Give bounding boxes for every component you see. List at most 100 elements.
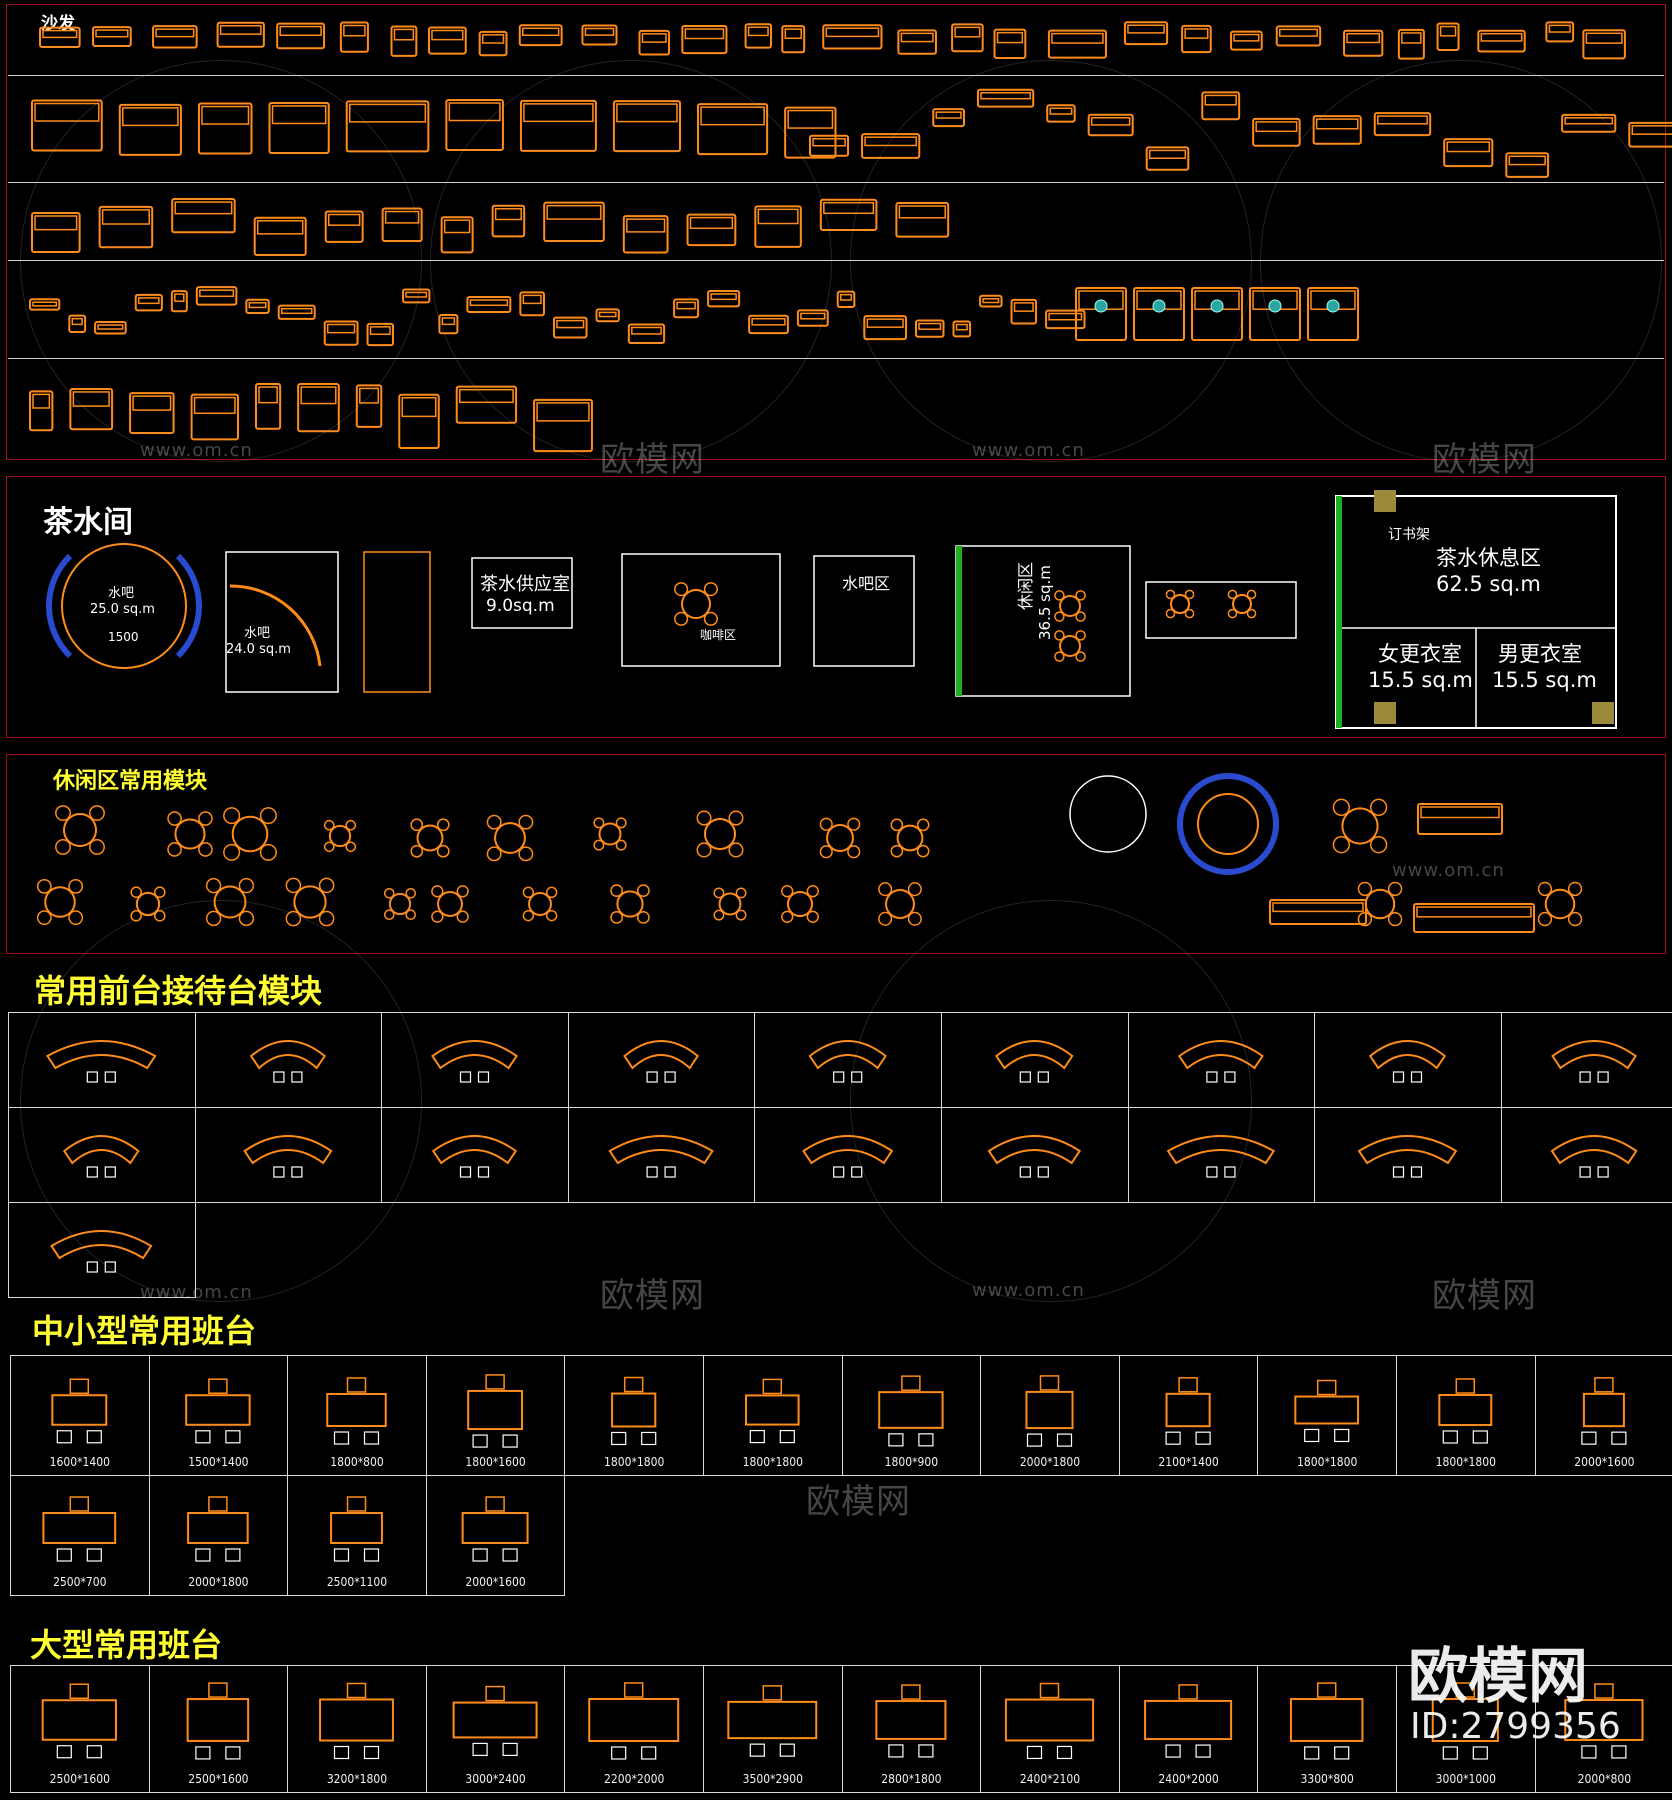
- chair-symbol: [762, 1685, 783, 1701]
- chair-symbol: [459, 1166, 472, 1178]
- men-room-area: 15.5 sq.m: [1492, 668, 1597, 692]
- small-desk-cell: 2000*1600: [425, 1475, 566, 1596]
- sofa-symbol: [31, 99, 103, 152]
- sofa-back-symbol: [1255, 121, 1298, 133]
- sofa-back-symbol: [174, 201, 233, 215]
- chair-symbol: [502, 1434, 518, 1448]
- sofa-back-symbol: [616, 103, 678, 123]
- sofa-back-symbol: [1548, 24, 1571, 33]
- sofa-symbol: [339, 21, 369, 53]
- watermark-id: ID:2799356: [1410, 1706, 1621, 1747]
- chair-symbol: [333, 1431, 350, 1445]
- desk-symbol: [1294, 1395, 1360, 1425]
- bar2-name: 水吧: [244, 626, 271, 641]
- chair-symbol: [1075, 590, 1086, 601]
- chair-symbol: [485, 1685, 505, 1702]
- reception-title: 常用前台接待台模块: [34, 972, 323, 1010]
- chair-symbol: [593, 817, 605, 829]
- sofa-back-symbol: [1278, 28, 1318, 37]
- sofa-symbol: [822, 24, 883, 50]
- chair-symbol: [55, 805, 71, 821]
- chair-symbol: [545, 886, 558, 899]
- chair-symbol: [69, 1378, 90, 1394]
- table-symbol: [598, 822, 622, 846]
- table-symbol: [494, 822, 526, 854]
- sofa-back-symbol: [1346, 32, 1381, 44]
- chair-symbol: [195, 1746, 211, 1760]
- chair-symbol: [623, 1376, 644, 1393]
- sofa-symbol: [92, 26, 132, 48]
- water-bar-name: 水吧区: [842, 574, 891, 593]
- chair-symbol: [208, 1496, 228, 1512]
- sofa-symbol: [466, 296, 512, 313]
- large-desk-size-label: 2500*1600: [188, 1772, 249, 1786]
- sofa-symbol: [69, 387, 114, 431]
- small-desk-size-label: 2500*1100: [326, 1575, 388, 1589]
- chair-symbol: [779, 1743, 795, 1757]
- sofa-symbol: [895, 202, 950, 238]
- chair-symbol: [436, 818, 450, 832]
- chair-symbol: [346, 1496, 367, 1512]
- sofa-back-symbol: [101, 209, 150, 225]
- chair-symbol: [167, 811, 182, 826]
- table-symbol: [174, 818, 206, 850]
- chair-symbol: [674, 582, 689, 597]
- room-outline-symbol: [471, 557, 573, 629]
- sofa-back-symbol: [201, 105, 250, 125]
- small-desk-size-label: 2000*1600: [465, 1575, 526, 1589]
- chair-symbol: [472, 1434, 488, 1448]
- chair-symbol: [198, 842, 213, 857]
- large-desk-size-label: 3200*1800: [326, 1772, 388, 1786]
- sofa-back-symbol: [1564, 117, 1614, 125]
- chair-symbol: [1165, 589, 1176, 600]
- sofa-back-symbol: [864, 136, 918, 147]
- sofa-symbol: [118, 103, 182, 156]
- bar-counter-symbol: [229, 584, 322, 667]
- sofa-symbol: [748, 314, 789, 335]
- chair-symbol: [259, 807, 277, 825]
- bar-wall-symbol: [45, 553, 73, 659]
- chair-symbol: [851, 1166, 863, 1178]
- room-outline-symbol: [1145, 581, 1297, 639]
- tea-room-floorplans: [45, 490, 1617, 729]
- sofa-symbol: [915, 319, 945, 338]
- chair-symbol: [611, 1431, 627, 1446]
- room-outline-symbol: [621, 553, 781, 667]
- sofa-symbol: [976, 88, 1035, 108]
- small-desk-size-label: 1800*1800: [604, 1455, 665, 1469]
- chair-symbol: [916, 818, 930, 832]
- reception-counter-symbol: [995, 1040, 1074, 1070]
- chair-symbol: [456, 910, 469, 923]
- chair-symbol: [486, 846, 502, 862]
- planter-symbol: [1210, 299, 1224, 313]
- small-desk-size-label: 2000*1600: [1574, 1455, 1635, 1469]
- sofa-back-symbol: [751, 317, 786, 326]
- sofa-back-symbol: [523, 103, 594, 123]
- sofa-symbol: [1307, 287, 1359, 341]
- chair-symbol: [195, 1430, 211, 1444]
- desk-symbol: [1004, 1698, 1095, 1742]
- leisure-title: 休闲区常用模块: [53, 768, 208, 794]
- sofa-symbol: [276, 22, 326, 50]
- chair-symbol: [1332, 835, 1351, 854]
- table-symbol: [231, 815, 269, 853]
- chair-symbol: [735, 887, 747, 899]
- sofa-symbol: [638, 29, 671, 56]
- chair-symbol: [762, 1378, 783, 1395]
- chair-symbol: [1581, 1745, 1597, 1759]
- sofa-back-symbol: [1508, 155, 1546, 166]
- sofa-symbol: [1010, 298, 1038, 325]
- sofa-back-symbol: [343, 24, 366, 37]
- chair-symbol: [318, 877, 335, 894]
- large-desk-size-label: 3000*2400: [465, 1772, 526, 1786]
- sofa-symbol: [398, 393, 440, 450]
- chair-symbol: [55, 839, 71, 855]
- chair-symbol: [1039, 1375, 1060, 1391]
- bar1-name: 水吧: [108, 586, 135, 601]
- desk-symbol: [467, 1389, 524, 1431]
- room-outline-symbol: [363, 551, 431, 693]
- sofa-back-symbol: [955, 323, 968, 331]
- chair-symbol: [1392, 1166, 1405, 1178]
- chair-symbol: [1316, 1379, 1337, 1396]
